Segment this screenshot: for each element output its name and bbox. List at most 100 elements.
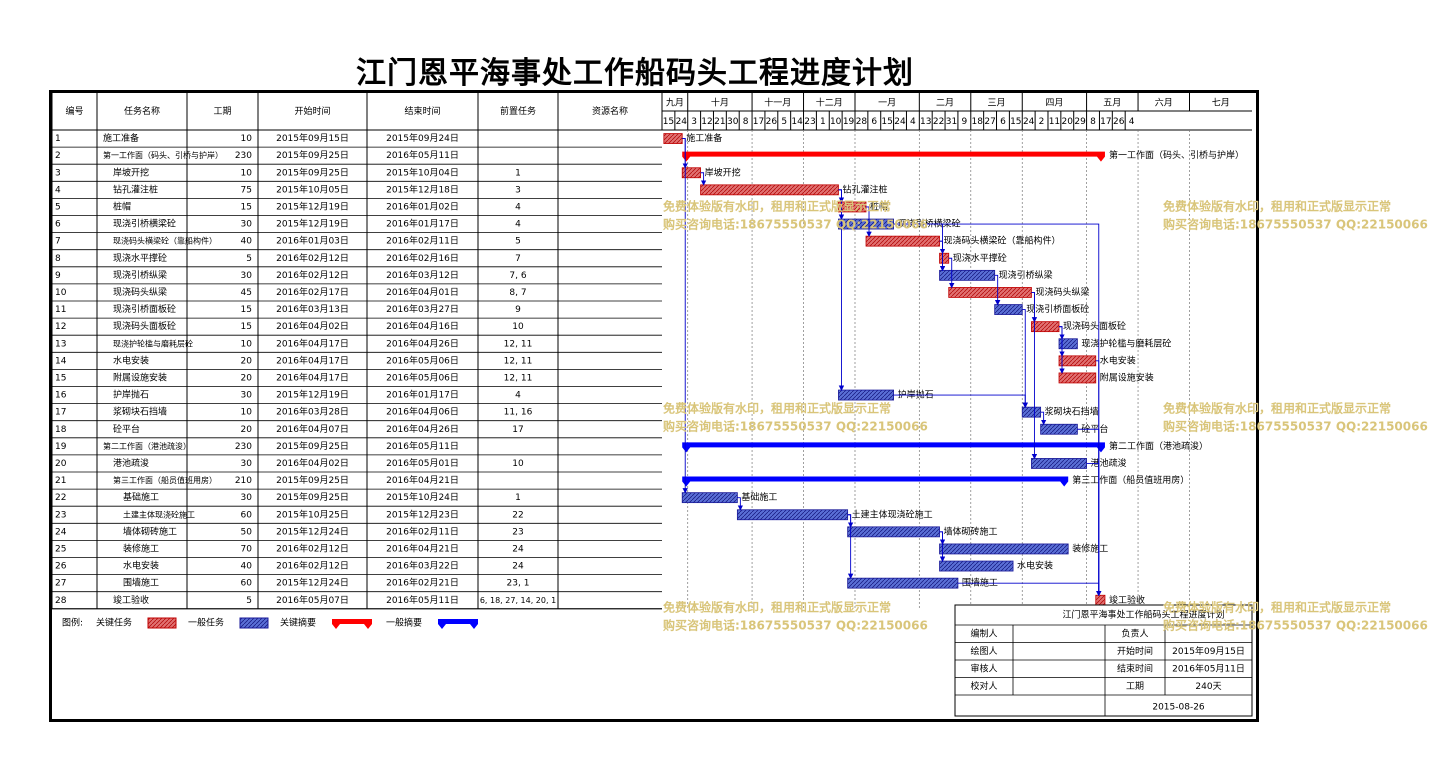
task-predecessors: 23 bbox=[512, 527, 523, 537]
task-end: 2016年05月11日 bbox=[386, 594, 459, 606]
task-duration: 10 bbox=[241, 168, 253, 178]
task-predecessors: 9 bbox=[515, 305, 521, 315]
task-name: 施工准备 bbox=[103, 132, 139, 144]
dependency-link bbox=[893, 394, 1028, 409]
legend-swatch bbox=[332, 619, 372, 629]
legend-label: 关键摘要 bbox=[280, 617, 316, 629]
task-duration: 10 bbox=[241, 134, 253, 144]
task-predecessors: 17 bbox=[512, 425, 523, 435]
task-id: 25 bbox=[55, 544, 66, 554]
day-tick-label: 5 bbox=[781, 117, 787, 127]
task-id: 14 bbox=[55, 356, 67, 366]
schedule-frame bbox=[49, 90, 1259, 722]
day-tick-label: 8 bbox=[1090, 117, 1096, 127]
task-start: 2015年09月25日 bbox=[276, 166, 349, 178]
legend-swatch bbox=[438, 619, 478, 629]
bar-label: 施工准备 bbox=[686, 132, 722, 144]
task-bar bbox=[948, 287, 1032, 298]
task-duration: 40 bbox=[241, 237, 253, 247]
task-id: 26 bbox=[55, 562, 67, 572]
dependency-link bbox=[994, 274, 1001, 306]
task-id: 21 bbox=[55, 476, 66, 486]
bar-label: 第三工作面（船员值班用房） bbox=[1072, 474, 1189, 486]
day-tick-label: 10 bbox=[830, 117, 842, 127]
bar-label: 现浇水平撑砼 bbox=[953, 252, 1007, 264]
task-bar bbox=[1095, 594, 1106, 606]
page-title: 江门恩平海事处工作船码头工程进度计划 bbox=[356, 56, 914, 91]
month-label: 七月 bbox=[1212, 98, 1230, 109]
task-predecessors: 12, 11 bbox=[504, 373, 533, 383]
task-bar bbox=[1031, 321, 1060, 333]
bar-label: 现浇引桥面板砼 bbox=[1026, 303, 1089, 315]
task-duration: 20 bbox=[241, 425, 253, 435]
bar-label: 水电安装 bbox=[1017, 560, 1053, 572]
dependency-link bbox=[838, 189, 845, 391]
dependency-link bbox=[682, 138, 688, 494]
day-tick-label: 15 bbox=[1010, 117, 1021, 127]
task-start: 2016年02月12日 bbox=[276, 560, 349, 572]
legend-label: 一般任务 bbox=[188, 617, 224, 629]
bar-label: 浆砌块石挡墙 bbox=[1045, 406, 1099, 418]
task-duration: 15 bbox=[241, 322, 252, 332]
task-duration: 10 bbox=[241, 408, 253, 418]
task-start: 2016年04月17日 bbox=[276, 354, 349, 366]
task-start: 2015年12月19日 bbox=[276, 218, 349, 230]
task-predecessors: 6, 18, 27, 14, 20, 1 bbox=[480, 596, 556, 605]
column-header: 结束时间 bbox=[404, 105, 440, 117]
task-end: 2016年05月06日 bbox=[386, 354, 459, 366]
column-header: 任务名称 bbox=[124, 105, 160, 117]
dependency-link bbox=[1040, 411, 1047, 426]
task-predecessors: 12, 11 bbox=[504, 356, 533, 366]
month-label: 二月 bbox=[936, 98, 954, 109]
info-cell: 工期 bbox=[1126, 681, 1144, 692]
task-predecessors: 4 bbox=[515, 391, 521, 401]
task-start: 2016年02月12日 bbox=[276, 252, 349, 264]
month-label: 十一月 bbox=[764, 97, 791, 109]
task-end: 2016年04月21日 bbox=[386, 474, 459, 486]
task-start: 2015年10月25日 bbox=[276, 508, 349, 520]
bar-label: 装修施工 bbox=[1072, 542, 1108, 554]
info-cell: 2015年09月15日 bbox=[1172, 645, 1245, 657]
task-name: 围墙施工 bbox=[123, 577, 159, 589]
day-tick-label: 26 bbox=[766, 117, 778, 127]
summary-bar bbox=[682, 151, 1105, 162]
task-end: 2016年04月06日 bbox=[386, 406, 459, 418]
day-tick-label: 4 bbox=[910, 117, 916, 127]
info-cell: 编制人 bbox=[970, 628, 997, 640]
day-tick-label: 28 bbox=[856, 117, 868, 127]
bar-label: 现浇码头横梁砼（靠船构件） bbox=[944, 235, 1061, 247]
task-duration: 60 bbox=[241, 510, 253, 520]
task-bar bbox=[1031, 458, 1087, 469]
task-name: 钻孔灌注桩 bbox=[113, 183, 158, 195]
task-id: 9 bbox=[55, 271, 61, 281]
task-duration: 50 bbox=[241, 527, 253, 537]
task-predecessors: 3 bbox=[515, 185, 521, 195]
task-end: 2016年01月17日 bbox=[386, 389, 459, 401]
task-duration: 5 bbox=[246, 254, 252, 264]
task-end: 2016年03月27日 bbox=[386, 303, 459, 315]
task-end: 2016年02月11日 bbox=[386, 235, 459, 247]
watermark: 免费体验版有水印，租用和正式版显示正常 bbox=[1163, 600, 1391, 615]
task-end: 2015年09月24日 bbox=[386, 132, 459, 144]
task-end: 2016年03月12日 bbox=[386, 269, 459, 281]
day-tick-label: 18 bbox=[971, 117, 983, 127]
watermark: 免费体验版有水印，租用和正式版显示正常 bbox=[1163, 199, 1391, 214]
info-cell: 绘图人 bbox=[970, 645, 997, 657]
info-title: 江门恩平海事处工作船码头工程进度计划 bbox=[1062, 609, 1224, 621]
task-name: 现浇码头横梁砼（靠船构件） bbox=[113, 236, 217, 246]
task-start: 2016年04月17日 bbox=[276, 371, 349, 383]
task-end: 2016年04月16日 bbox=[386, 320, 459, 332]
bar-label: 现浇护轮槛与磨耗层砼 bbox=[1081, 337, 1171, 349]
task-duration: 60 bbox=[241, 579, 253, 589]
task-end: 2015年10月04日 bbox=[386, 166, 459, 178]
day-tick-label: 19 bbox=[843, 117, 855, 127]
task-id: 27 bbox=[55, 579, 66, 589]
task-bar bbox=[681, 492, 738, 504]
task-start: 2015年09月25日 bbox=[276, 440, 349, 452]
task-end: 2016年02月21日 bbox=[386, 577, 459, 589]
task-end: 2016年04月26日 bbox=[386, 337, 459, 349]
task-start: 2015年12月24日 bbox=[276, 525, 349, 537]
task-name: 土建主体现浇砼施工 bbox=[123, 509, 195, 519]
bar-label: 墙体砌砖施工 bbox=[944, 525, 998, 537]
month-label: 三月 bbox=[988, 98, 1006, 109]
